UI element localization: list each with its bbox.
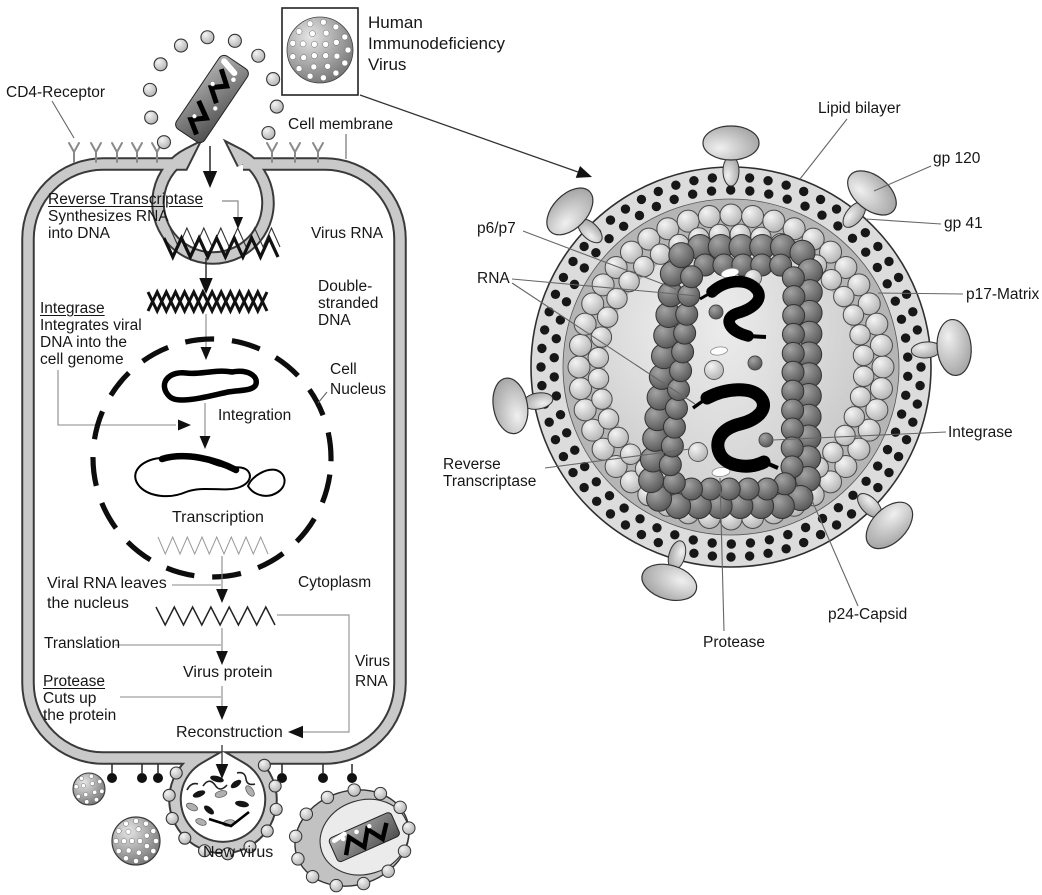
label-reverse-transcriptase-step: Reverse Transcriptase Synthesizes RNA in… (48, 191, 203, 242)
budding-virus-icon (186, 771, 256, 828)
cd4-receptor-icons (68, 142, 324, 163)
label-double-stranded-dna: Double- stranded DNA (318, 278, 378, 329)
protease-step-line: Cuts up (43, 690, 97, 707)
gp120-gp41-spike-icon (857, 493, 914, 550)
label-lipid-bilayer: Lipid bilayer (818, 100, 901, 117)
viral-rna-leaves-line: the nucleus (47, 595, 129, 612)
label-cd4-receptor: CD4-Receptor (6, 84, 106, 101)
label-cytoplasm: Cytoplasm (298, 574, 372, 591)
label-reverse-transcriptase: Reverse Transcriptase (443, 456, 536, 490)
hiv-title-line: Human (368, 13, 423, 32)
released-virus-icons (72, 772, 410, 887)
integrated-dna-icon (161, 368, 259, 403)
replication-flow (57, 146, 350, 765)
virion-interior (688, 267, 779, 477)
gp120-gp41-spike-icon (641, 540, 698, 601)
integrase-step-title: Integrase (40, 300, 105, 317)
protease-step-line: the protein (43, 707, 117, 724)
virus-rna-side-line: RNA (355, 673, 388, 690)
virion-cross-section (492, 125, 972, 601)
protease-step-title: Protease (43, 673, 106, 690)
ds-dna-line: stranded (318, 295, 379, 312)
label-rna: RNA (477, 270, 510, 287)
label-reconstruction: Reconstruction (176, 724, 283, 741)
integrase-step-line: cell genome (40, 351, 124, 368)
cell-nucleus-line: Nucleus (330, 381, 386, 398)
rt-step-title: Reverse Transcriptase (48, 191, 204, 208)
label-virus-rna-side: Virus RNA (355, 652, 390, 692)
gp120-gp41-spike-icon (702, 125, 760, 187)
released-virus-studs (288, 783, 416, 893)
label-virus-protein: Virus protein (183, 664, 273, 681)
gp120-gp41-spike-icon (910, 318, 972, 377)
rt-step-line: Synthesizes RNA (48, 208, 169, 225)
label-transcription: Transcription (172, 509, 264, 526)
label-p24-capsid: p24-Capsid (828, 606, 908, 623)
label-viral-rna-leaves: Viral RNA leaves the nucleus (47, 574, 167, 614)
viral-rna-leaves-line: Viral RNA leaves (47, 575, 167, 592)
entering-virus-icon (175, 54, 249, 144)
rt-label-line: Reverse (443, 456, 501, 473)
label-cell-membrane: Cell membrane (288, 116, 394, 133)
label-virus-rna: Virus RNA (311, 225, 384, 242)
label-cell-nucleus: Cell Nucleus (330, 360, 386, 400)
label-hiv-title: Human Immunodeficiency Virus (368, 12, 505, 75)
label-protease-step: Protease Cuts up the protein (43, 673, 116, 724)
label-integrase-step: Integrase Integrates viral DNA into the … (40, 300, 142, 368)
rt-label-line: Transcriptase (443, 473, 537, 490)
viral-rna-icon (706, 275, 765, 342)
label-protease: Protease (703, 634, 766, 651)
gp120-gp41-spike-icon (546, 187, 603, 244)
viral-rna-icon (700, 383, 771, 473)
label-integrase: Integrase (948, 424, 1013, 441)
transcribing-dna-icon (134, 455, 251, 498)
ds-dna-line: Double- (318, 278, 373, 295)
rna-dna-zigzags (146, 226, 281, 627)
gp120-gp41-spike-icon (842, 170, 897, 228)
label-translation: Translation (44, 635, 121, 652)
rt-step-line: into DNA (48, 225, 111, 242)
cell-outline (21, 138, 407, 855)
hiv-virion-icon (286, 16, 354, 84)
label-integration: Integration (218, 407, 292, 424)
hiv-title-line: Virus (368, 55, 407, 74)
integrase-step-line: DNA into the (40, 334, 128, 351)
label-p17-matrix: p17-Matrix (966, 286, 1040, 303)
virus-rna-side-line: Virus (355, 653, 391, 670)
gp120-gp41-spike-icon (492, 377, 554, 435)
label-pointer-lines (51, 100, 964, 632)
entry-pocket-studs (142, 30, 284, 150)
ds-dna-line: DNA (318, 312, 351, 329)
cell-nucleus-circle (90, 336, 334, 580)
flow-arrowheads (178, 166, 592, 779)
cell-nucleus-line: Cell (330, 361, 357, 378)
integrase-step-line: Integrates viral (40, 317, 142, 334)
label-new-virus: New virus (203, 844, 274, 861)
budding-virus-studs (162, 758, 283, 861)
label-p6-p7: p6/p7 (477, 220, 516, 237)
membrane-stud-icons (107, 764, 357, 783)
hiv-title-line: Immunodeficiency (368, 34, 506, 53)
label-gp41: gp 41 (944, 215, 983, 232)
integrase-molecule-icon (708, 304, 724, 320)
label-gp120: gp 120 (933, 150, 981, 167)
virus-sphere-dots (73, 18, 352, 864)
